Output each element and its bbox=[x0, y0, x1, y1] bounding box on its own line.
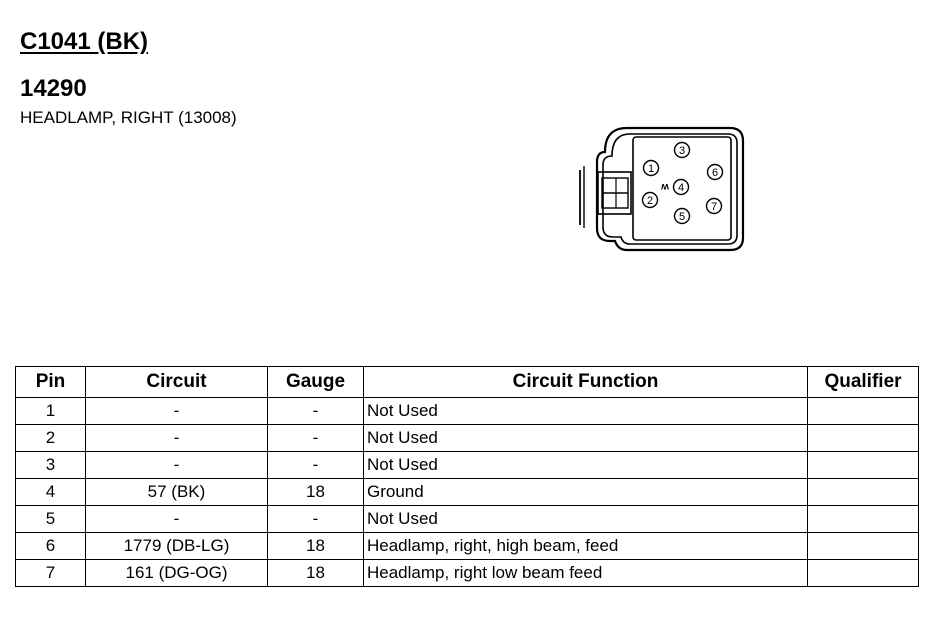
pin-cell: 4 bbox=[15, 478, 86, 506]
pin-cell: 2 bbox=[15, 424, 86, 452]
table-row: 4 57 (BK) 18 Ground bbox=[15, 478, 919, 506]
pin-assignment-table: Pin Circuit Gauge Circuit Function Quali… bbox=[15, 366, 919, 587]
part-number: 14290 bbox=[20, 75, 87, 102]
gauge-cell: - bbox=[267, 424, 364, 452]
circuit-cell: 57 (BK) bbox=[85, 478, 268, 506]
circuit-cell: - bbox=[85, 424, 268, 452]
gauge-cell: 18 bbox=[267, 532, 364, 560]
pin-cavity-4: 4 bbox=[672, 178, 690, 196]
table-row: 1 - - Not Used bbox=[15, 397, 919, 425]
connector-id: C1041 (BK) bbox=[20, 28, 149, 55]
column-header-circuit-function: Circuit Function bbox=[363, 366, 808, 398]
table-header-row: Pin Circuit Gauge Circuit Function Quali… bbox=[15, 366, 919, 398]
svg-text:2: 2 bbox=[647, 195, 653, 207]
function-cell: Not Used bbox=[363, 397, 808, 425]
table-row: 3 - - Not Used bbox=[15, 451, 919, 479]
function-cell: Not Used bbox=[363, 505, 808, 533]
gauge-cell: 18 bbox=[267, 559, 364, 587]
pin-cavity-3: 3 bbox=[673, 141, 691, 159]
qualifier-cell bbox=[807, 424, 919, 452]
pin-cell: 7 bbox=[15, 559, 86, 587]
connector-housing-inner bbox=[602, 133, 738, 245]
connector-housing-outer bbox=[595, 126, 745, 252]
connector-face-diagram: 1 2 3 4 5 6 7 w bbox=[579, 126, 745, 252]
circuit-cell: 161 (DG-OG) bbox=[85, 559, 268, 587]
column-header-qualifier: Qualifier bbox=[807, 366, 919, 398]
svg-text:5: 5 bbox=[679, 211, 685, 223]
svg-text:3: 3 bbox=[679, 145, 685, 157]
function-cell: Ground bbox=[363, 478, 808, 506]
column-header-gauge: Gauge bbox=[267, 366, 364, 398]
pin-cavity-1: 1 bbox=[642, 159, 660, 177]
table-row: 6 1779 (DB-LG) 18 Headlamp, right, high … bbox=[15, 532, 919, 560]
connector-description: HEADLAMP, RIGHT (13008) bbox=[20, 108, 237, 127]
qualifier-cell bbox=[807, 397, 919, 425]
locking-tab bbox=[597, 171, 632, 215]
qualifier-cell bbox=[807, 478, 919, 506]
gauge-cell: - bbox=[267, 505, 364, 533]
function-cell: Headlamp, right, high beam, feed bbox=[363, 532, 808, 560]
qualifier-cell bbox=[807, 532, 919, 560]
qualifier-cell bbox=[807, 451, 919, 479]
pin-cell: 5 bbox=[15, 505, 86, 533]
column-header-circuit: Circuit bbox=[85, 366, 268, 398]
function-cell: Not Used bbox=[363, 424, 808, 452]
svg-text:4: 4 bbox=[678, 182, 684, 194]
circuit-cell: 1779 (DB-LG) bbox=[85, 532, 268, 560]
pin-cavity-5: 5 bbox=[673, 207, 691, 225]
function-cell: Not Used bbox=[363, 451, 808, 479]
function-cell: Headlamp, right low beam feed bbox=[363, 559, 808, 587]
svg-text:1: 1 bbox=[648, 163, 654, 175]
circuit-cell: - bbox=[85, 397, 268, 425]
gauge-cell: - bbox=[267, 451, 364, 479]
pin-cavity-2: 2 bbox=[641, 191, 659, 209]
table-row: 5 - - Not Used bbox=[15, 505, 919, 533]
table-row: 7 161 (DG-OG) 18 Headlamp, right low bea… bbox=[15, 559, 919, 587]
pin-cell: 3 bbox=[15, 451, 86, 479]
column-header-pin: Pin bbox=[15, 366, 86, 398]
qualifier-cell bbox=[807, 559, 919, 587]
polarity-mark: w bbox=[661, 181, 670, 192]
circuit-cell: - bbox=[85, 505, 268, 533]
circuit-cell: - bbox=[85, 451, 268, 479]
gauge-cell: - bbox=[267, 397, 364, 425]
qualifier-cell bbox=[807, 505, 919, 533]
pin-cell: 6 bbox=[15, 532, 86, 560]
svg-text:7: 7 bbox=[711, 201, 717, 213]
gauge-cell: 18 bbox=[267, 478, 364, 506]
table-row: 2 - - Not Used bbox=[15, 424, 919, 452]
pin-cavity-7: 7 bbox=[705, 197, 723, 215]
pin-cavity-6: 6 bbox=[706, 163, 724, 181]
svg-text:6: 6 bbox=[712, 167, 718, 179]
pin-cell: 1 bbox=[15, 397, 86, 425]
connector-pin-face bbox=[632, 136, 732, 241]
